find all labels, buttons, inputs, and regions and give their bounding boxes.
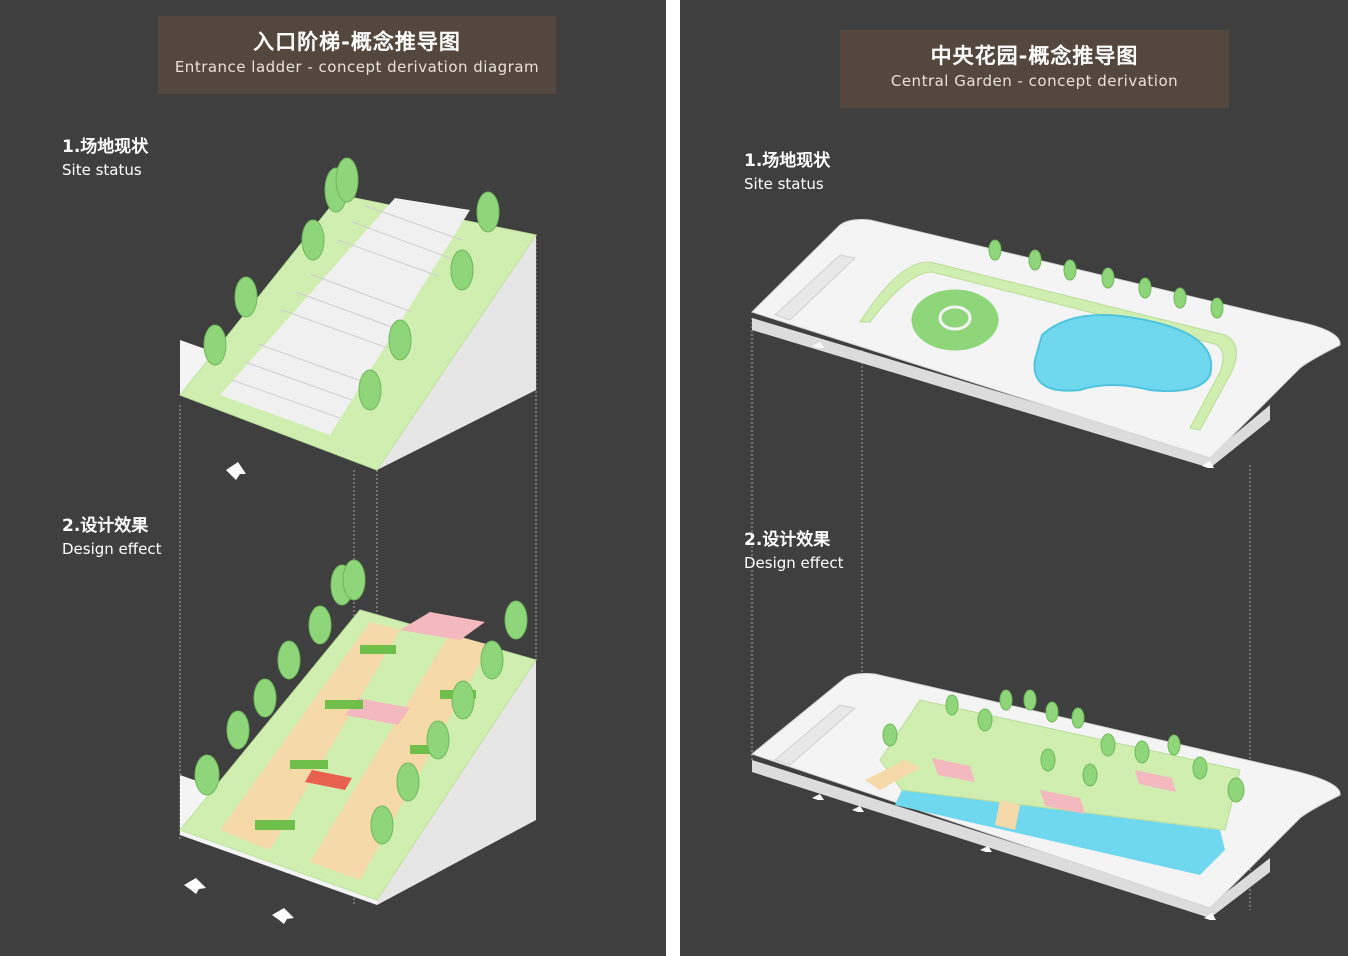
paving-band-1 — [220, 622, 400, 850]
right-title-box: 中央花园-概念推导图 Central Garden - concept deri… — [840, 30, 1229, 108]
block-right-face — [377, 660, 536, 905]
connector-lines — [751, 318, 1251, 910]
right-step1-cn: 1.场地现状 — [744, 151, 831, 171]
site-status-slab — [751, 219, 1341, 468]
arrow-icon — [226, 462, 246, 480]
entrance-ladder-diagram — [179, 157, 537, 924]
design-effect-block — [179, 559, 537, 905]
pink-plaza — [1040, 790, 1085, 814]
trees-site-status — [203, 157, 500, 411]
paving-band — [995, 800, 1020, 830]
trees-row-site — [988, 239, 1224, 319]
path-strip — [773, 704, 857, 766]
right-step1-en: Site status — [744, 175, 824, 193]
site-status-block — [179, 157, 537, 471]
right-step2-cn: 2.设计效果 — [744, 530, 831, 550]
left-step1-en: Site status — [62, 161, 142, 179]
path-strip — [774, 254, 857, 321]
left-step2-label: 2.设计效果 Design effect — [62, 511, 161, 558]
right-panel-central-garden: 中央花园-概念推导图 Central Garden - concept deri… — [680, 0, 1348, 956]
pink-plaza-top — [400, 612, 485, 640]
slab-side — [752, 760, 1270, 918]
right-step2-en: Design effect — [744, 554, 844, 572]
right-step1-label: 1.场地现状 Site status — [744, 146, 830, 193]
left-step2-en: Design effect — [62, 540, 162, 558]
trees-design-effect — [194, 559, 528, 845]
arrow-icon — [812, 794, 824, 800]
right-step2-label: 2.设计效果 Design effect — [744, 525, 843, 572]
pool — [1033, 314, 1213, 392]
arrow-icon — [980, 846, 992, 852]
water-channel — [895, 790, 1225, 875]
left-title-en: Entrance ladder - concept derivation dia… — [174, 58, 540, 76]
arrow-icon — [1204, 913, 1216, 920]
left-title-cn: 入口阶梯-概念推导图 — [253, 30, 461, 54]
red-plaza — [305, 770, 352, 790]
right-title-cn: 中央花园-概念推导图 — [930, 44, 1139, 68]
arrow-icon — [184, 878, 206, 894]
trees-design — [882, 689, 1245, 803]
right-title-en: Central Garden - concept derivation — [890, 72, 1179, 90]
paving-band — [865, 760, 920, 790]
arrow-icon — [272, 908, 294, 924]
stair-lines — [231, 205, 463, 419]
arrow-icon — [812, 342, 824, 348]
arrow-icon — [1202, 461, 1214, 468]
left-step1-label: 1.场地现状 Site status — [62, 132, 148, 179]
slab-side — [752, 318, 1270, 468]
left-title-box: 入口阶梯-概念推导图 Entrance ladder - concept der… — [158, 16, 556, 94]
curved-planter — [859, 261, 1237, 431]
central-garden-diagram — [750, 219, 1341, 920]
left-panel-entrance-ladder: 入口阶梯-概念推导图 Entrance ladder - concept der… — [0, 0, 666, 956]
left-step2-cn: 2.设计效果 — [62, 516, 149, 536]
circular-garden-center — [938, 305, 972, 331]
left-step1-cn: 1.场地现状 — [62, 137, 149, 157]
arrow-icon — [852, 806, 864, 812]
pink-plaza — [1135, 770, 1176, 792]
design-effect-slab — [750, 673, 1341, 918]
pink-plaza — [932, 758, 975, 782]
